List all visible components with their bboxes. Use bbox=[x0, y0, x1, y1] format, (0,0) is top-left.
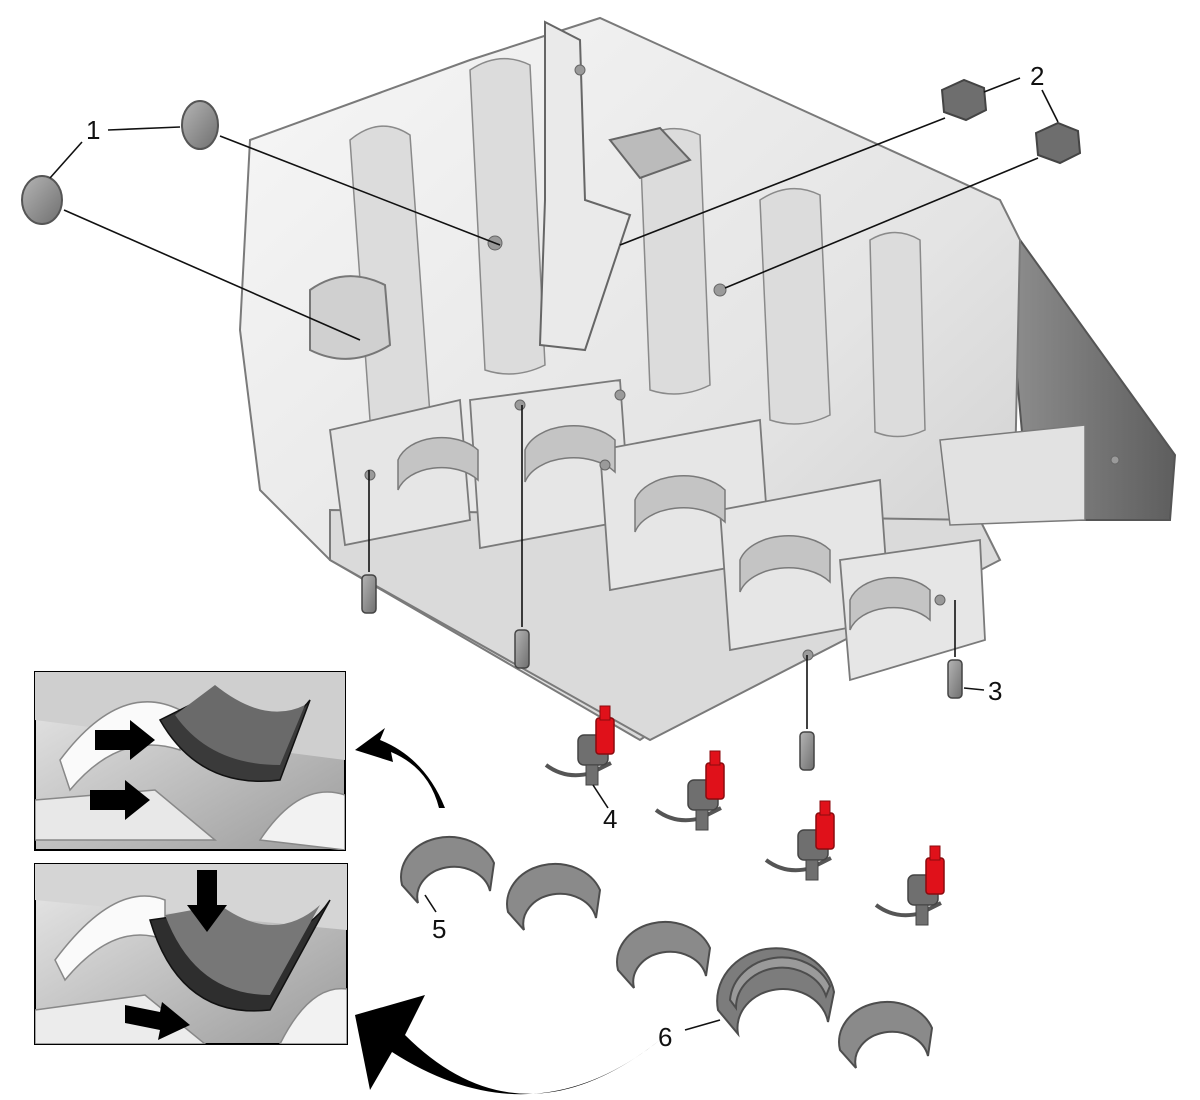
callout-5: 5 bbox=[432, 914, 446, 944]
curved-arrow-to-lower-inset bbox=[355, 995, 660, 1095]
curved-arrow-to-upper-inset bbox=[355, 728, 445, 808]
leader-line-4 bbox=[592, 784, 609, 809]
detail-inset-lower bbox=[34, 863, 348, 1045]
callout-labels: 1 2 3 4 5 6 bbox=[86, 61, 1044, 1052]
engine-block bbox=[238, 16, 1177, 742]
piston-oil-jet-icon bbox=[544, 705, 945, 926]
leader-lines-1 bbox=[49, 126, 501, 341]
threaded-plug-icon bbox=[940, 78, 1082, 165]
callout-3: 3 bbox=[988, 676, 1002, 706]
core-plug-icon bbox=[21, 100, 219, 225]
dowel-pin-icon bbox=[361, 574, 963, 771]
detail-inset-upper bbox=[34, 671, 346, 851]
callout-6: 6 bbox=[658, 1022, 672, 1052]
thrust-bearing-shell-icon bbox=[716, 947, 836, 1038]
callout-2: 2 bbox=[1030, 61, 1044, 91]
callout-1: 1 bbox=[86, 115, 100, 145]
leader-lines-2 bbox=[619, 77, 1059, 289]
leader-lines-5-6 bbox=[424, 894, 721, 1031]
bearing-shell-icon bbox=[400, 835, 934, 1069]
callout-4: 4 bbox=[603, 804, 617, 834]
leader-lines-3 bbox=[368, 405, 985, 729]
